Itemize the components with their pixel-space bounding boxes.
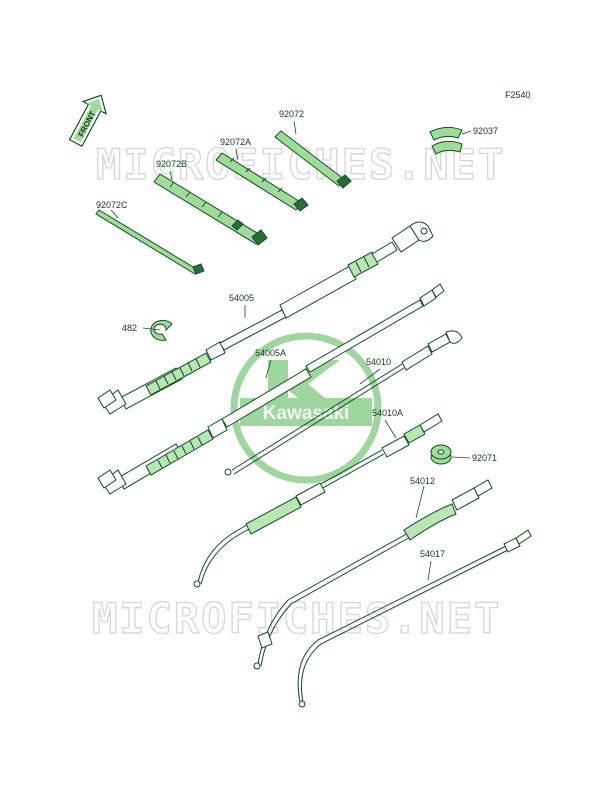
strap-92072: [274, 130, 352, 189]
label-92037: 92037: [473, 126, 498, 136]
leader-lines: [110, 120, 472, 581]
label-92071: 92071: [472, 453, 497, 463]
cable-54010A: [193, 413, 443, 588]
label-92072B: 92072B: [156, 159, 187, 169]
cable-54017: [297, 529, 532, 708]
strap-92072B: [153, 173, 268, 246]
cable-54005: [97, 221, 434, 415]
cable-54010: [224, 330, 463, 476]
label-54017: 54017: [420, 549, 445, 559]
cable-54012: [253, 479, 493, 670]
label-92072C: 92072C: [96, 200, 128, 210]
clamp-92037: [429, 126, 463, 155]
label-92072A: 92072A: [220, 137, 251, 147]
figure-code: F2540: [505, 90, 531, 100]
grommet-92071: [430, 444, 452, 465]
logo-wordmark: Kawasaki: [263, 403, 350, 424]
strap-92072C: [95, 209, 205, 275]
label-54010A: 54010A: [372, 408, 403, 418]
cable-54005A: [97, 283, 445, 495]
label-482: 482: [122, 323, 137, 333]
kawasaki-logo: Kawasaki: [230, 332, 382, 484]
label-54012: 54012: [410, 476, 435, 486]
clip-482: [150, 319, 173, 341]
strap-92072A: [215, 152, 309, 212]
label-54005: 54005: [229, 293, 254, 303]
label-54005A: 54005A: [255, 348, 286, 358]
label-54010: 54010: [366, 357, 391, 367]
label-92072: 92072: [279, 109, 304, 119]
